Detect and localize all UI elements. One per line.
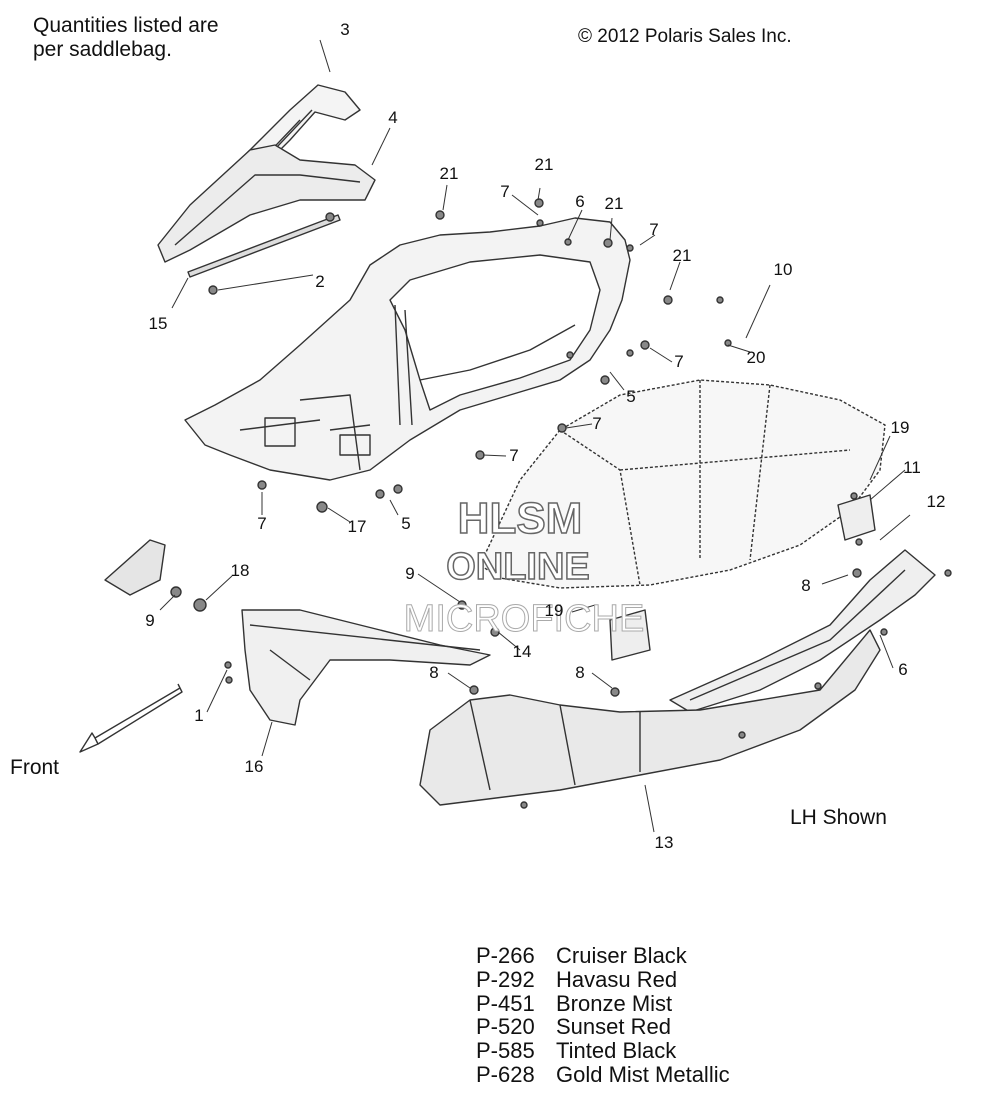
callout-label: 16 — [244, 757, 264, 776]
front-cover-part — [241, 609, 491, 726]
front-arrow-icon — [79, 683, 183, 753]
callout-label: 19 — [890, 418, 910, 437]
quantities-note-line2: per saddlebag. — [33, 38, 172, 61]
outer-cover-part — [419, 629, 881, 806]
paint-name: Bronze Mist — [556, 990, 673, 1016]
paint-name: Gold Mist Metallic — [556, 1061, 730, 1087]
paint-name: Cruiser Black — [556, 943, 687, 968]
watermark-line1: HLSM — [457, 493, 583, 544]
callout-label: 14 — [512, 642, 532, 661]
watermark-line2: ONLINE — [445, 545, 590, 589]
callout-label: 21 — [672, 246, 692, 265]
paint-code-row: P-266 Cruiser Black — [476, 944, 730, 968]
callout-label: 8 — [429, 663, 439, 682]
callout-label: 5 — [401, 514, 411, 533]
callout-label: 2 — [315, 272, 325, 291]
callout-label: 13 — [654, 833, 674, 852]
paint-code-row: P-520 Sunset Red — [476, 1015, 730, 1039]
callout-label: 21 — [439, 164, 459, 183]
callout-label: 17 — [347, 517, 367, 536]
callout-label: 7 — [257, 514, 267, 533]
callout-label: 7 — [674, 352, 684, 371]
callout-label: 7 — [649, 220, 659, 239]
callout-label: 6 — [898, 660, 908, 679]
paint-name: Tinted Black — [556, 1038, 677, 1064]
copyright-text: © 2012 Polaris Sales Inc. — [578, 26, 792, 47]
callout-label: 7 — [509, 446, 519, 465]
callout-label: 21 — [534, 155, 554, 174]
quantities-note-line1: Quantities listed are — [33, 14, 219, 37]
callout-label: 6 — [575, 192, 585, 211]
quantities-note: Quantities listed are per saddlebag. — [33, 14, 219, 62]
watermark-line3: MICROFICHE — [403, 598, 645, 641]
paint-code-row: P-628 Gold Mist Metallic — [476, 1063, 730, 1087]
lid-seal-part — [157, 144, 376, 263]
callout-label: 9 — [405, 564, 415, 583]
paint-code-row: P-585 Tinted Black — [476, 1039, 730, 1063]
outer-trim-part — [669, 549, 936, 713]
paint-code: P-451 — [476, 990, 535, 1016]
callout-label: 19 — [544, 601, 564, 620]
callout-label: 9 — [145, 611, 155, 630]
callout-label: 20 — [746, 348, 766, 367]
view-label: LH Shown — [790, 806, 887, 829]
paint-code-row: P-451 Bronze Mist — [476, 990, 730, 1016]
callout-label: 10 — [773, 260, 793, 279]
callout-label: 11 — [903, 458, 921, 477]
paint-code: P-628 — [476, 1061, 535, 1087]
paint-code: P-266 — [476, 943, 535, 968]
callout-label: 8 — [575, 663, 585, 682]
paint-code: P-292 — [476, 966, 535, 992]
lid-shell-part — [479, 379, 886, 589]
callout-label: 18 — [230, 561, 250, 580]
paint-name: Sunset Red — [556, 1014, 671, 1040]
callout-label: 7 — [500, 182, 510, 201]
callout-label: 4 — [388, 108, 398, 127]
paint-code: P-585 — [476, 1038, 535, 1064]
callout-label: 5 — [626, 387, 636, 406]
paint-code-list: P-266 Cruiser Black P-292 Havasu Red P-451… — [476, 944, 730, 1087]
callout-label: 15 — [148, 314, 168, 333]
callout-label: 3 — [340, 20, 350, 39]
paint-code: P-520 — [476, 1014, 535, 1040]
callout-label: 21 — [604, 194, 624, 213]
callout-label: 7 — [592, 414, 602, 433]
callout-label: 12 — [926, 492, 946, 511]
front-label: Front — [10, 756, 60, 779]
paint-name: Havasu Red — [556, 966, 678, 992]
callout-label: 8 — [801, 576, 811, 595]
callout-label: 1 — [194, 706, 204, 725]
paint-code-row: P-292 Havasu Red — [476, 966, 730, 992]
